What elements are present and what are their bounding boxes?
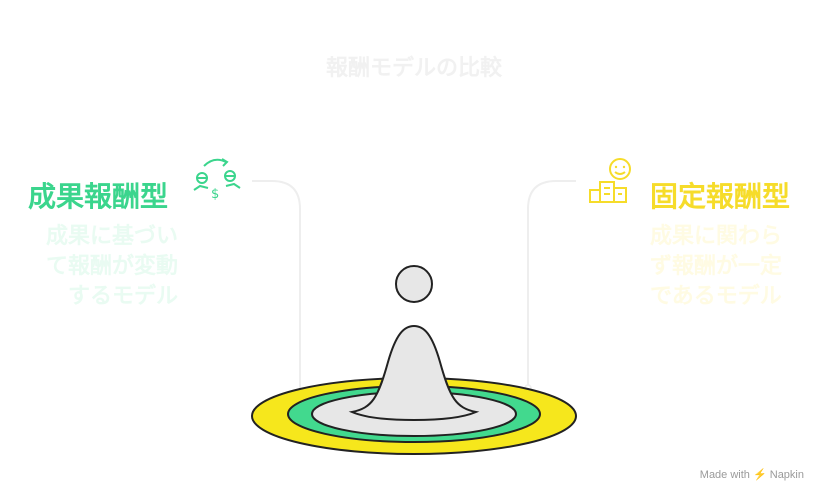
fixed-pay-heading: 固定報酬型: [650, 180, 791, 213]
watermark-brand: Napkin: [769, 469, 804, 481]
left-connector-line: [252, 180, 301, 402]
performance-pay-heading: 成果報酬型: [28, 180, 169, 213]
performance-pay-description-line: するモデル: [67, 284, 178, 309]
performance-pay-description-line: 成果に基づい: [45, 224, 178, 249]
performance-pay-description: 成果に基づい て報酬が変動 するモデル: [28, 222, 178, 312]
diagram-title: 報酬モデルの比較: [325, 56, 502, 81]
money-exchange-icon: $: [193, 158, 241, 202]
made-with-watermark[interactable]: Made with ⚡ Napkin: [700, 468, 804, 481]
fixed-pay-description-line: ず報酬が一定: [650, 254, 783, 279]
napkin-logo-icon: ⚡: [752, 469, 767, 481]
fixed-pay-description-line: 成果に関わら: [650, 224, 783, 249]
svg-text:$: $: [211, 187, 219, 202]
fixed-pay-description-line: であるモデル: [650, 284, 782, 309]
figure-head: [395, 265, 433, 303]
splash-body: [348, 324, 480, 422]
watermark-prefix: Made with: [699, 469, 750, 481]
performance-pay-description-line: て報酬が変動: [45, 254, 178, 279]
right-connector-line: [527, 180, 576, 388]
smiley-building-icon: [589, 158, 631, 203]
fixed-pay-description: 成果に関わら ず報酬が一定 であるモデル: [650, 222, 800, 312]
